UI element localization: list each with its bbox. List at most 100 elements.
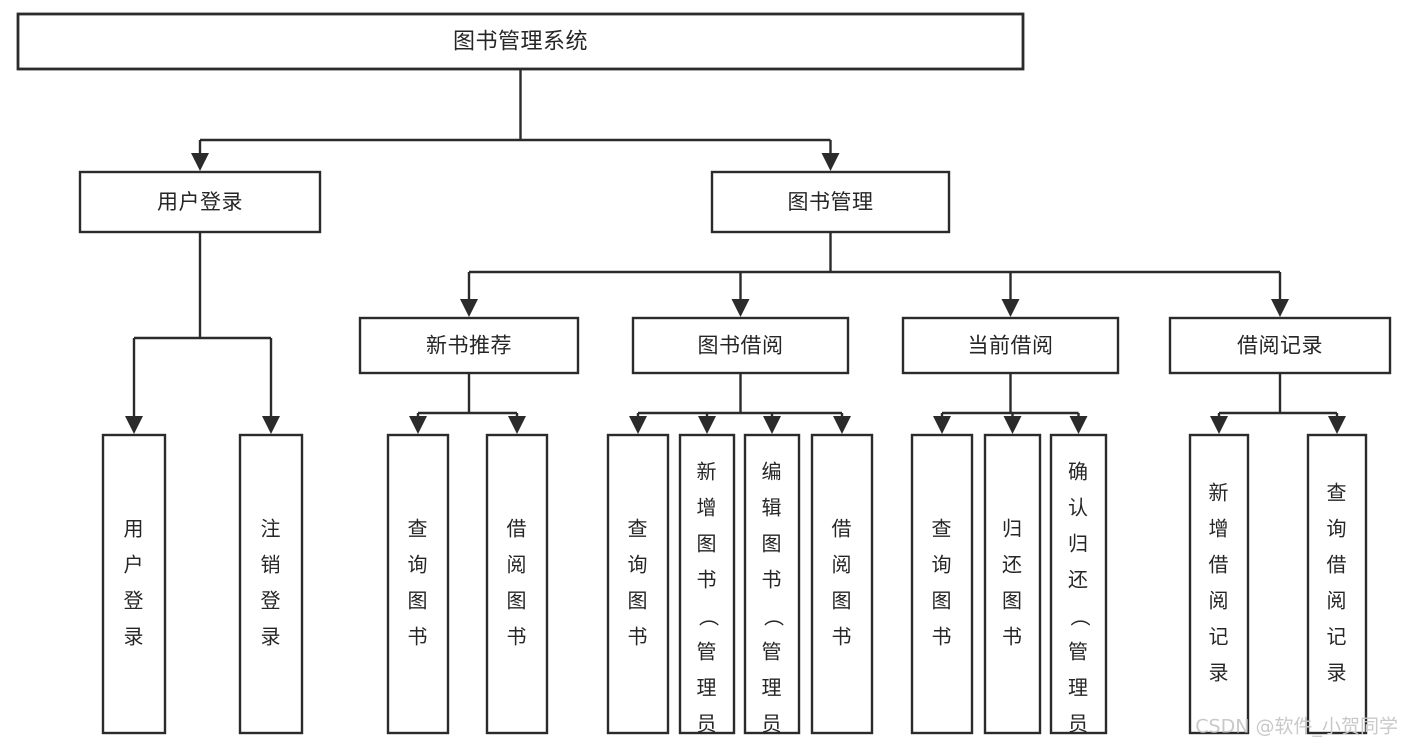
- node-leaf-confirm-return-admin-box[interactable]: [1049, 433, 1108, 735]
- node-book-management-box[interactable]: [710, 170, 951, 234]
- connectors-user-login: [125, 232, 280, 434]
- svg-text:图: 图: [932, 589, 953, 613]
- svg-text:询: 询: [1327, 517, 1348, 541]
- csdn-watermark: CSDN @软件_小贺同学: [1195, 716, 1398, 738]
- svg-text:还: 还: [1068, 568, 1089, 592]
- node-borrow-records-label: 借阅记录: [1237, 334, 1323, 358]
- svg-text:理: 理: [697, 676, 718, 700]
- node-leaf-add-borrow-record-box[interactable]: [1188, 433, 1250, 735]
- svg-text:辑: 辑: [762, 496, 783, 520]
- node-new-book-recommend-box[interactable]: [358, 316, 580, 375]
- node-leaf-query-book-borrow-box[interactable]: [606, 433, 670, 735]
- node-book-borrow[interactable]: 图书借阅: [631, 316, 850, 375]
- svg-text:查: 查: [1327, 481, 1348, 505]
- arrow-head-icon: [833, 416, 851, 434]
- svg-text:书: 书: [628, 625, 649, 649]
- node-root-box[interactable]: [16, 12, 1025, 71]
- svg-text:查: 查: [628, 517, 649, 541]
- svg-text:阅: 阅: [832, 553, 853, 577]
- arrow-head-icon: [191, 153, 209, 171]
- node-new-book-recommend[interactable]: 新书推荐: [358, 316, 580, 375]
- svg-text:借: 借: [1209, 553, 1230, 577]
- arrow-head-icon: [1271, 299, 1289, 317]
- svg-text:（: （: [1068, 607, 1092, 628]
- svg-text:编: 编: [762, 460, 783, 484]
- connectors-new-book-recommend: [409, 373, 526, 434]
- arrow-head-icon: [1328, 416, 1346, 434]
- svg-text:增: 增: [697, 496, 718, 520]
- svg-text:图: 图: [832, 589, 853, 613]
- svg-text:管: 管: [1068, 640, 1089, 664]
- svg-text:注: 注: [261, 517, 282, 541]
- svg-text:销: 销: [261, 553, 282, 577]
- node-borrow-records[interactable]: 借阅记录: [1168, 316, 1392, 375]
- svg-text:查: 查: [408, 517, 429, 541]
- node-user-login-box[interactable]: [78, 170, 322, 234]
- svg-text:书: 书: [932, 625, 953, 649]
- node-leaf-query-book-recommend-box[interactable]: [386, 433, 450, 735]
- arrow-head-icon: [629, 416, 647, 434]
- arrow-head-icon: [698, 416, 716, 434]
- arrow-head-icon: [125, 416, 143, 434]
- arrow-head-icon: [1001, 299, 1020, 317]
- svg-text:图: 图: [507, 589, 528, 613]
- connectors-borrow-records: [1210, 373, 1346, 434]
- svg-text:借: 借: [832, 517, 853, 541]
- node-leaf-user-login[interactable]: 用户登录: [101, 433, 167, 735]
- svg-text:书: 书: [408, 625, 429, 649]
- node-current-borrow[interactable]: 当前借阅: [901, 316, 1120, 375]
- node-leaf-logout-box[interactable]: [238, 433, 304, 735]
- node-root[interactable]: 图书管理系统: [16, 12, 1025, 71]
- node-current-borrow-label: 当前借阅: [968, 334, 1054, 358]
- svg-text:员: 员: [697, 712, 718, 736]
- node-leaf-return-book-box[interactable]: [983, 433, 1042, 735]
- arrow-head-icon: [1003, 416, 1022, 434]
- node-leaf-edit-book-admin-box[interactable]: [743, 433, 801, 735]
- node-leaf-query-book-current-box[interactable]: [910, 433, 974, 735]
- node-leaf-user-login-box[interactable]: [101, 433, 167, 735]
- svg-text:阅: 阅: [507, 553, 528, 577]
- svg-text:管: 管: [697, 640, 718, 664]
- node-current-borrow-box[interactable]: [901, 316, 1120, 375]
- svg-text:认: 认: [1068, 496, 1089, 520]
- node-book-management[interactable]: 图书管理: [710, 170, 951, 234]
- node-leaf-borrow-book-box[interactable]: [810, 433, 874, 735]
- svg-text:书: 书: [832, 625, 853, 649]
- node-leaf-query-borrow-record-box[interactable]: [1306, 433, 1368, 735]
- svg-text:书: 书: [762, 568, 783, 592]
- node-user-login[interactable]: 用户登录: [78, 170, 322, 234]
- node-book-borrow-box[interactable]: [631, 316, 850, 375]
- svg-text:还: 还: [1002, 553, 1023, 577]
- svg-text:录: 录: [1209, 661, 1230, 685]
- arrow-head-icon: [1069, 416, 1088, 434]
- node-borrow-records-box[interactable]: [1168, 316, 1392, 375]
- node-leaf-borrow-book-recommend-box[interactable]: [485, 433, 549, 735]
- arrow-head-icon: [933, 416, 951, 434]
- connector-layer: [125, 69, 1346, 434]
- svg-text:询: 询: [408, 553, 429, 577]
- node-leaf-add-book-admin-box[interactable]: [678, 433, 736, 735]
- arrow-head-icon: [262, 416, 280, 434]
- svg-text:书: 书: [697, 568, 718, 592]
- svg-text:录: 录: [124, 625, 145, 649]
